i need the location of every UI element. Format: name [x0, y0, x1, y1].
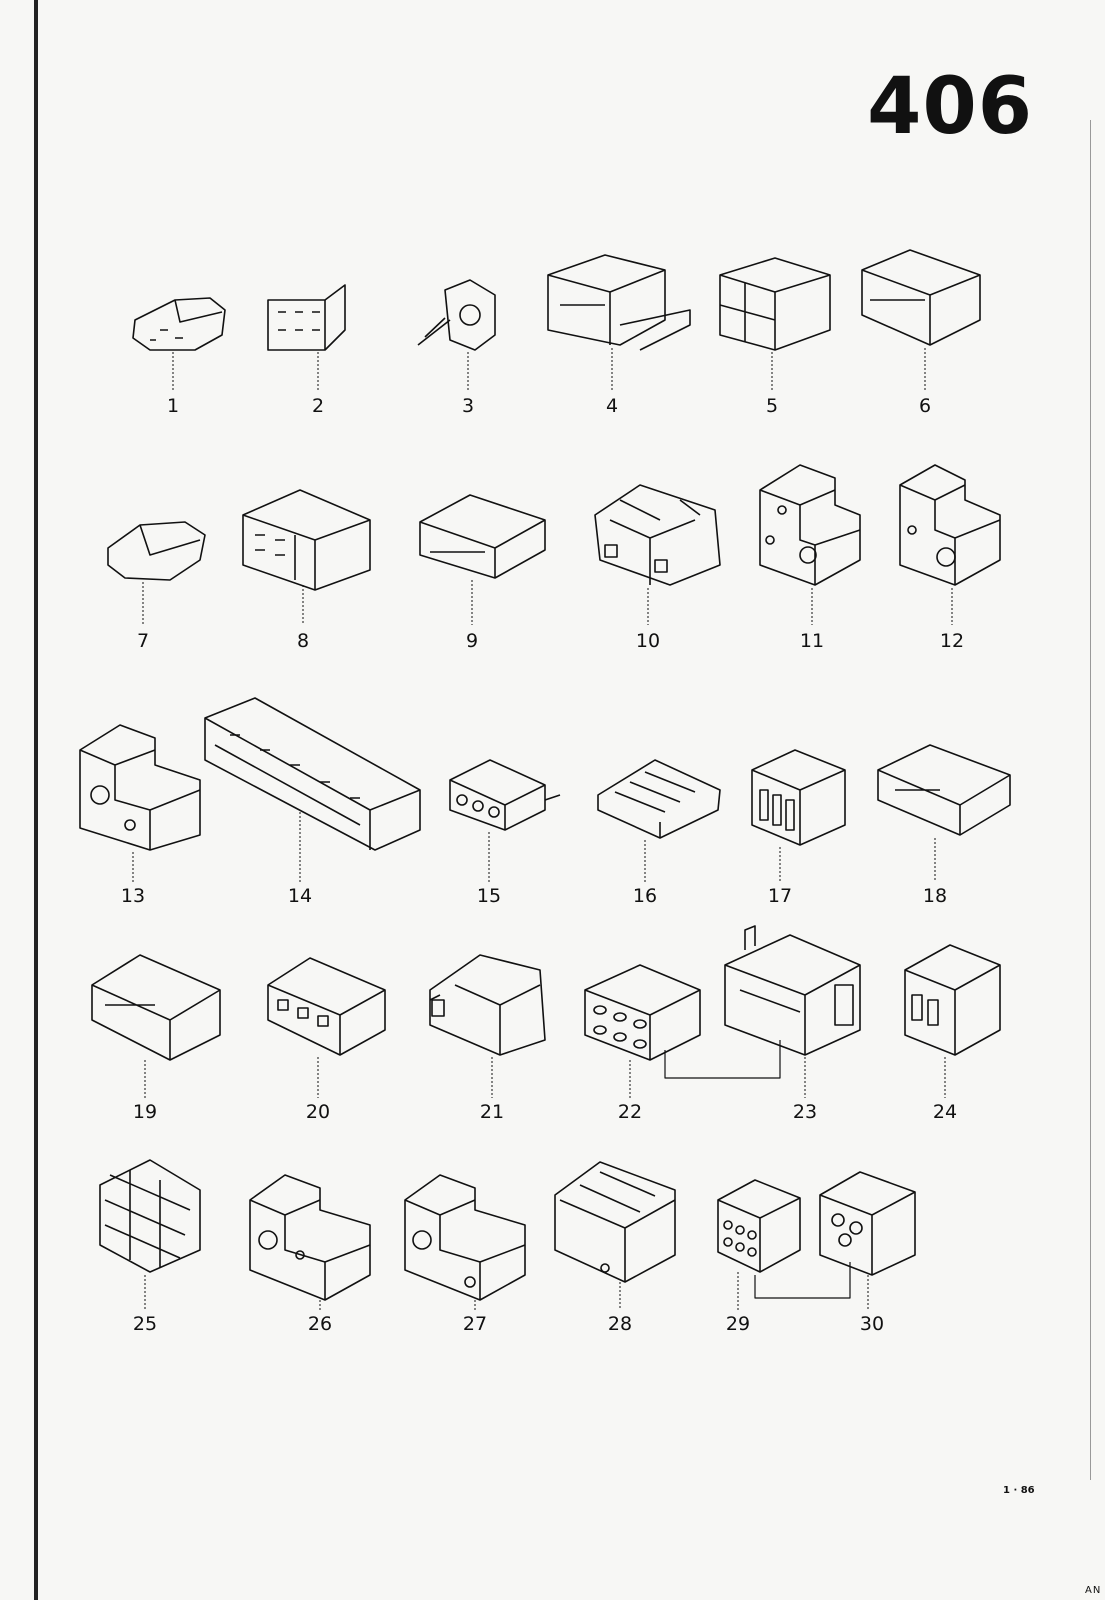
part-14-drawing — [204, 697, 421, 882]
part-11-drawing — [759, 464, 861, 625]
part-18-drawing — [877, 744, 1011, 882]
part-label: 7 — [137, 630, 149, 652]
part-29-30-bracket — [754, 1262, 851, 1299]
part-label: 28 — [608, 1313, 632, 1335]
part-label: 12 — [940, 630, 964, 652]
part-10-drawing — [594, 484, 721, 625]
page-number: 406 — [867, 62, 1033, 152]
part-6-drawing — [861, 249, 981, 392]
part-16-drawing — [597, 759, 721, 882]
part-label: 9 — [466, 630, 478, 652]
corner-code: AN — [1085, 1585, 1102, 1596]
part-label: 11 — [800, 630, 824, 652]
part-8-drawing — [242, 489, 371, 625]
part-label: 13 — [121, 885, 145, 907]
part-label: 3 — [462, 395, 474, 417]
part-22-23-bracket — [664, 1040, 781, 1079]
part-label: 26 — [308, 1313, 332, 1335]
part-label: 5 — [766, 395, 778, 417]
part-27-drawing — [404, 1174, 526, 1310]
part-2-drawing — [267, 284, 346, 392]
part-label: 15 — [477, 885, 501, 907]
part-22-drawing — [584, 964, 701, 1098]
part-4-drawing — [547, 254, 691, 392]
part-20-drawing — [267, 957, 386, 1098]
part-5-drawing — [719, 257, 831, 392]
binding-edge — [34, 0, 38, 1600]
part-number-labels: 1 2 3 4 5 6 7 8 9 10 11 12 13 14 15 16 1… — [121, 395, 964, 1335]
part-label: 2 — [312, 395, 324, 417]
part-21-drawing — [429, 954, 546, 1098]
part-label: 22 — [618, 1101, 642, 1123]
part-label: 19 — [133, 1101, 157, 1123]
part-label: 14 — [288, 885, 312, 907]
part-23-drawing — [724, 925, 861, 1098]
part-12-drawing — [899, 464, 1001, 625]
part-30-drawing — [819, 1171, 916, 1310]
part-19-drawing — [91, 954, 221, 1098]
part-label: 23 — [793, 1101, 817, 1123]
part-28-drawing — [554, 1161, 676, 1310]
part-13-drawing — [79, 724, 201, 882]
part-label: 17 — [768, 885, 792, 907]
part-label: 1 — [167, 395, 179, 417]
part-label: 16 — [633, 885, 657, 907]
part-3-drawing — [417, 279, 496, 392]
part-1-drawing — [132, 297, 226, 392]
part-label: 8 — [297, 630, 309, 652]
part-label: 29 — [726, 1313, 750, 1335]
part-label: 25 — [133, 1313, 157, 1335]
part-25-drawing — [99, 1159, 201, 1310]
right-margin-rule — [1090, 120, 1091, 1480]
part-label: 18 — [923, 885, 947, 907]
part-label: 4 — [606, 395, 618, 417]
footer-code: 1 · 86 — [1003, 1485, 1035, 1496]
part-17-drawing — [751, 749, 846, 882]
part-label: 24 — [933, 1101, 957, 1123]
part-label: 10 — [636, 630, 660, 652]
part-15-drawing — [449, 759, 561, 882]
part-label: 20 — [306, 1101, 330, 1123]
part-26-drawing — [249, 1174, 371, 1310]
part-9-drawing — [419, 494, 546, 625]
part-label: 30 — [860, 1313, 884, 1335]
part-label: 27 — [463, 1313, 487, 1335]
part-label: 21 — [480, 1101, 504, 1123]
part-7-drawing — [107, 521, 206, 625]
part-29-drawing — [717, 1179, 801, 1310]
part-24-drawing — [904, 944, 1001, 1098]
part-label: 6 — [919, 395, 931, 417]
